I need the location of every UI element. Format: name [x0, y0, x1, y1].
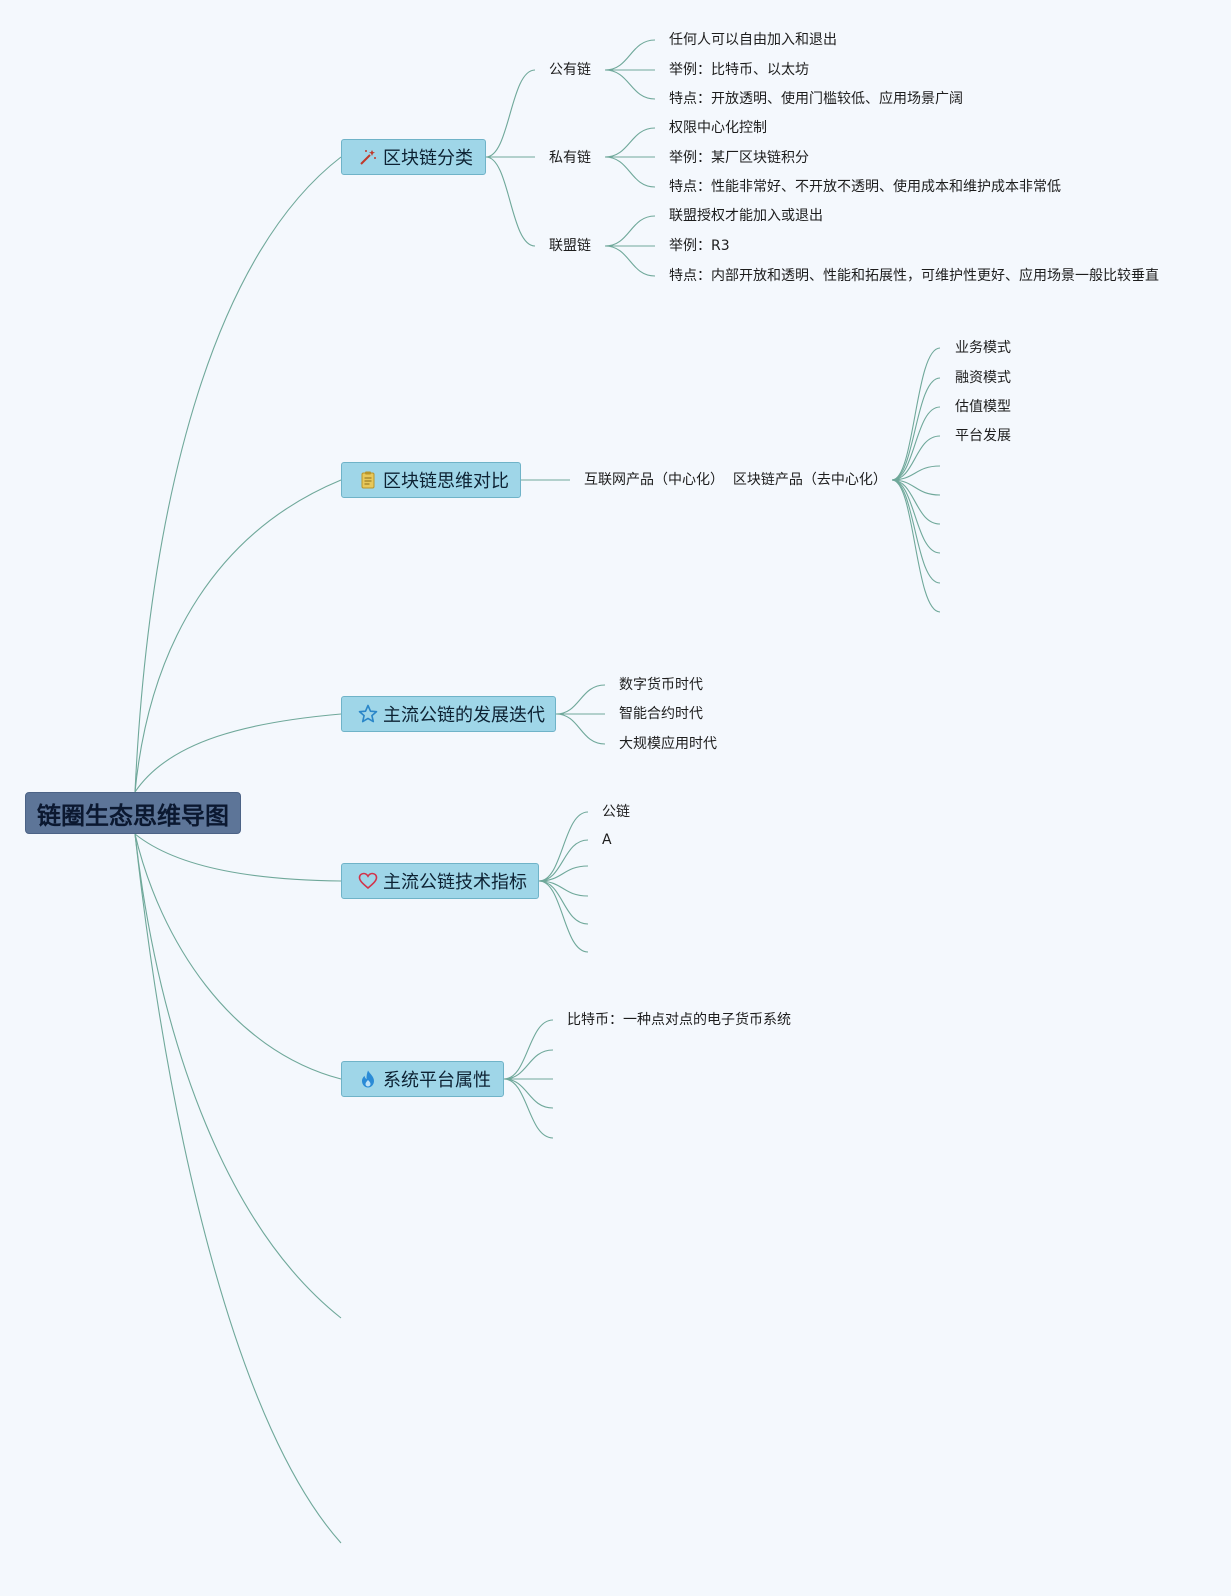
leaf-item[interactable]: 平台发展	[955, 428, 1011, 444]
branch-label: 系统平台属性	[383, 1070, 491, 1091]
leaf-item[interactable]: 特点：内部开放和透明、性能和拓展性，可维护性更好、应用场景一般比较垂直	[669, 268, 1159, 284]
leaf-item[interactable]: 估值模型	[955, 399, 1011, 415]
leaf-item[interactable]: 比特币：一种点对点的电子货币系统	[567, 1012, 791, 1028]
node-public-chain[interactable]: 公有链	[549, 62, 591, 78]
branch-evolution[interactable]: 主流公链的发展迭代	[341, 696, 556, 732]
clipboard-icon	[358, 470, 378, 490]
node-comparison-header[interactable]: 互联网产品（中心化） 区块链产品（去中心化）	[584, 472, 887, 488]
star-icon	[358, 704, 378, 724]
leaf-item[interactable]: 举例：比特币、以太坊	[669, 62, 809, 78]
branch-platform[interactable]: 系统平台属性	[341, 1061, 504, 1097]
root-title: 链圈生态思维导图	[37, 801, 229, 830]
leaf-item[interactable]: 权限中心化控制	[669, 120, 767, 136]
branch-comparison[interactable]: 区块链思维对比	[341, 462, 521, 498]
branch-label: 主流公链技术指标	[383, 872, 527, 893]
leaf-item[interactable]: 任何人可以自由加入和退出	[669, 32, 837, 48]
leaf-item[interactable]: 举例：某厂区块链积分	[669, 150, 809, 166]
leaf-item[interactable]: 融资模式	[955, 370, 1011, 386]
leaf-item[interactable]: 公链	[602, 804, 630, 820]
leaf-item[interactable]: 业务模式	[955, 340, 1011, 356]
leaf-item[interactable]: 举例：R3	[669, 238, 730, 254]
leaf-item[interactable]: 大规模应用时代	[619, 736, 717, 752]
branch-classification[interactable]: 区块链分类	[341, 139, 486, 175]
branch-label: 区块链分类	[383, 148, 473, 169]
branch-label: 区块链思维对比	[383, 471, 509, 492]
node-private-chain[interactable]: 私有链	[549, 150, 591, 166]
root-node[interactable]: 链圈生态思维导图	[25, 792, 241, 834]
leaf-item[interactable]: 特点：性能非常好、不开放不透明、使用成本和维护成本非常低	[669, 179, 1061, 195]
flame-icon	[358, 1069, 378, 1089]
leaf-item[interactable]: 联盟授权才能加入或退出	[669, 208, 823, 224]
branch-label: 主流公链的发展迭代	[383, 705, 545, 726]
leaf-item[interactable]: A	[602, 832, 612, 848]
magic-wand-icon	[358, 147, 378, 167]
leaf-item[interactable]: 特点：开放透明、使用门槛较低、应用场景广阔	[669, 91, 963, 107]
leaf-item[interactable]: 数字货币时代	[619, 677, 703, 693]
node-consortium-chain[interactable]: 联盟链	[549, 238, 591, 254]
leaf-item[interactable]: 智能合约时代	[619, 706, 703, 722]
heart-icon	[358, 871, 378, 891]
branch-metrics[interactable]: 主流公链技术指标	[341, 863, 539, 899]
